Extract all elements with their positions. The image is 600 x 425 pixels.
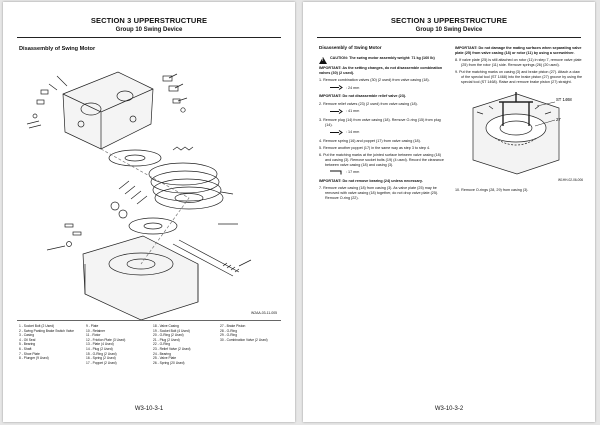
header-rule: [317, 37, 581, 38]
header-rule: [17, 37, 281, 38]
wrench-icon: [330, 108, 343, 114]
caution-label: CAUTION:: [330, 55, 349, 60]
step-4: 4. Remove spring (16) and poppet (17) fr…: [319, 138, 421, 143]
legend-item: 16 - Spring (2 Used): [86, 356, 116, 361]
legend-item: 26 - Spring (20 Used): [153, 360, 185, 365]
legend-item: 7 - Shoe Plate: [19, 351, 40, 356]
legend-item: 13 - Plate (4 Used): [86, 342, 114, 347]
wrench-icon: [330, 85, 343, 91]
legend-item: 4 - Oil Seal: [19, 337, 36, 342]
legend-item: 17 - Poppet (2 Used): [86, 360, 117, 365]
legend-item: 30 - Combination Valve (2 Used): [220, 337, 268, 342]
important-note: IMPORTANT: Do not remove bearing (24) un…: [319, 178, 423, 183]
step-3: 3. Remove plug (14) from valve casing (1…: [319, 117, 441, 127]
legend-rule: [17, 320, 281, 321]
illustration-id: W1HH-02-06-006: [558, 178, 583, 183]
important-note: IMPORTANT: As the setting changes, do no…: [319, 66, 443, 75]
column-heading: Disassembly of Swing Motor: [319, 45, 382, 50]
legend-column: 9 - Plate 10 - Retainer 11 - Rotor 12 - …: [86, 324, 149, 365]
legend-item: 18 - Valve Casing: [153, 324, 179, 328]
tool-spec: : 24 mm: [329, 85, 447, 91]
warning-triangle-icon: [319, 56, 327, 64]
legend-item: 21 - Plug (2 Used): [153, 337, 180, 342]
important-note: IMPORTANT: Do not damage the mating surf…: [455, 46, 582, 55]
legend-item: 2 - Swing Parking Brake Switch Valve: [19, 328, 74, 333]
tool-spec: : 17 mm: [329, 170, 447, 175]
page-number: W3-10-3-2: [434, 406, 464, 412]
legend-item: 8 - Plunger (9 Used): [19, 356, 49, 361]
legend-item: 24 - Bearing: [153, 351, 171, 356]
section-title: SECTION 3 UPPERSTRUCTURE: [390, 16, 508, 25]
left-page: SECTION 3 UPPERSTRUCTURE Group 10 Swing …: [3, 2, 295, 422]
legend-item: 19 - Socket Bolt (4 Used): [153, 328, 190, 333]
legend-column: 18 - Valve Casing 19 - Socket Bolt (4 Us…: [153, 324, 216, 365]
legend-item: 20 - O-Ring (2 Used): [153, 333, 184, 338]
legend-column: 1 - Socket Bolt (2 Used) 2 - Swing Parki…: [19, 324, 82, 365]
step-2: 2. Remove relief valves (23) (2 used) fr…: [319, 101, 418, 106]
tool-spec: : 41 mm: [329, 108, 447, 114]
tool-spec: : 14 mm: [329, 129, 447, 135]
legend-item: 29 - O-Ring: [220, 333, 238, 338]
legend-item: 3 - Casing: [19, 333, 35, 338]
group-title: Group 10 Swing Device: [115, 27, 183, 33]
step-5: 5. Remove another poppet (17) in the sam…: [319, 145, 431, 150]
section-title: SECTION 3 UPPERSTRUCTURE: [90, 16, 208, 25]
legend-item: 5 - Bearing: [19, 342, 36, 347]
legend-item: 6 - Shaft: [19, 346, 32, 351]
legend-item: 10 - Retainer: [86, 328, 106, 333]
legend-item: 14 - Plug (2 Used): [86, 346, 113, 351]
legend-item: 1 - Socket Bolt (2 Used): [19, 324, 54, 328]
legend-item: 12 - Friction Plate (3 Used): [86, 337, 126, 342]
right-page: SECTION 3 UPPERSTRUCTURE Group 10 Swing …: [303, 2, 595, 422]
step-1: 1. Remove combination valves (30) (2 use…: [319, 78, 430, 83]
parts-legend: 1 - Socket Bolt (2 Used) 2 - Swing Parki…: [19, 324, 283, 365]
callout-brake-piston: 27: [556, 117, 561, 122]
legend-item: 9 - Plate: [86, 324, 99, 328]
instructions-column-left: Disassembly of Swing Motor CAUTION: The …: [319, 45, 447, 203]
legend-item: 23 - Relief Valve (2 Used): [153, 346, 191, 351]
page-title: Disassembly of Swing Motor: [19, 46, 96, 52]
callout-special-tool: ST 1468: [556, 97, 572, 102]
legend-item: 22 - O-Ring: [153, 342, 171, 347]
step-6: 6. Put the matching marks at the jointed…: [319, 153, 444, 167]
special-tool-drawing: ST 1468 27: [472, 92, 572, 175]
important-note: IMPORTANT: Do not disassemble relief val…: [319, 94, 407, 99]
figure-id: W2AA-03-11-005: [251, 311, 277, 315]
hex-key-icon: [330, 170, 342, 175]
step-10: 10. Remove O-rings (28, 29) from casing …: [455, 188, 529, 193]
legend-item: 15 - O-Ring (2 Used): [86, 351, 117, 356]
caution-text: The swing motor assembly weight: 71 kg (…: [349, 55, 435, 60]
group-title: Group 10 Swing Device: [415, 27, 483, 33]
brake-piston-removal-illustration: ST 1468 27: [455, 88, 579, 176]
step-9: 9. Put the matching marks on casing (3) …: [455, 69, 583, 84]
wrench-icon: [330, 129, 343, 135]
legend-item: 11 - Rotor: [86, 333, 101, 338]
legend-column: 27 - Brake Piston 28 - O-Ring 29 - O-Rin…: [220, 324, 283, 365]
swing-motor-exploded-drawing: [26, 71, 252, 320]
legend-item: 27 - Brake Piston: [220, 324, 246, 328]
step-8: 8. If valve plate (25) is still attached…: [455, 57, 582, 67]
step-7: 7. Remove valve casing (18) from casing …: [319, 186, 439, 200]
instructions-column-right: IMPORTANT: Do not damage the mating surf…: [455, 46, 583, 196]
legend-item: 25 - Valve Plate: [153, 356, 177, 361]
page-number: W3-10-3-1: [134, 406, 164, 412]
caution-note: CAUTION: The swing motor assembly weight…: [319, 56, 447, 64]
legend-item: 28 - O-Ring: [220, 328, 238, 333]
